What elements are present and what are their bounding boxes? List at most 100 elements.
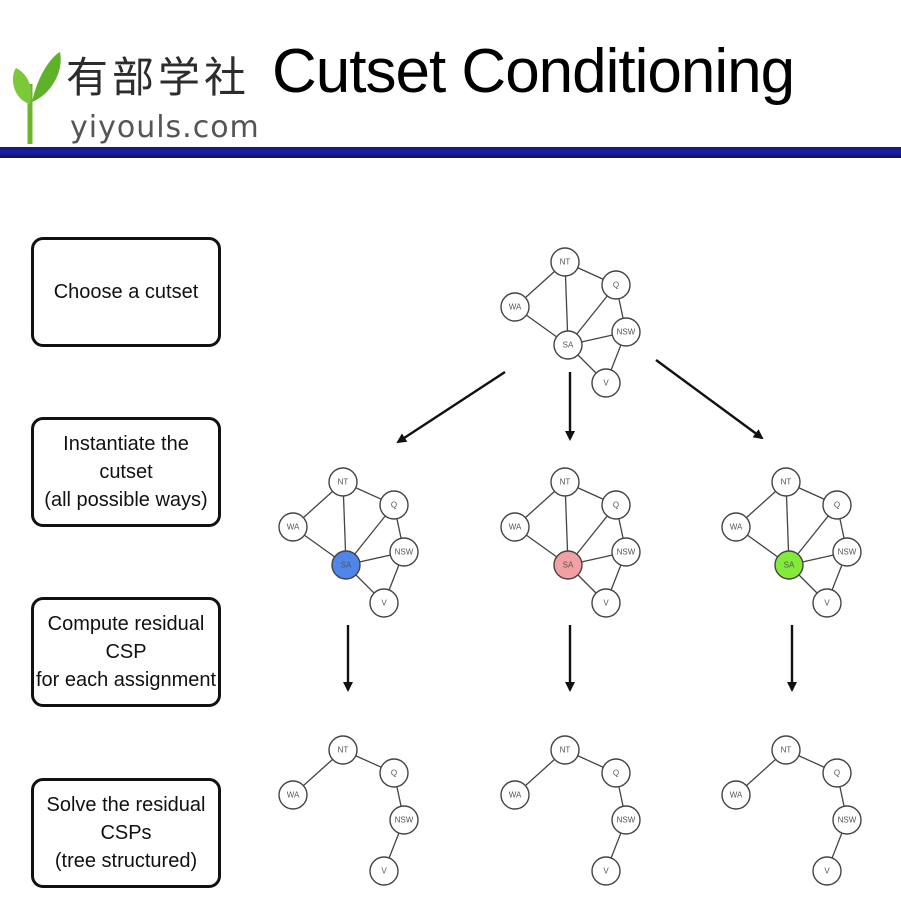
node-label: V <box>603 867 609 876</box>
edge-nsw-v <box>826 819 848 872</box>
node-label: Q <box>613 769 619 778</box>
edge-wa-nt <box>514 749 566 796</box>
edge-nt-q <box>564 481 617 506</box>
node-label: V <box>603 379 609 388</box>
node-label: WA <box>509 791 522 800</box>
step-label: Choose a cutset <box>53 281 199 303</box>
edge-nt-q <box>564 749 617 774</box>
step-label: Compute residual CSP for each assignment <box>35 613 217 691</box>
title-rule <box>0 147 901 158</box>
node-label: NT <box>338 478 349 487</box>
node-nt: NT <box>550 735 580 765</box>
node-label: Q <box>613 281 619 290</box>
node-label: Q <box>391 769 397 778</box>
edge-nt-q <box>342 749 395 774</box>
node-nsw: NSW <box>611 317 641 347</box>
node-nt: NT <box>550 247 580 277</box>
node-wa: WA <box>500 292 530 322</box>
edge-sa-q <box>567 284 617 346</box>
node-nsw: NSW <box>389 805 419 835</box>
step-box-instantiate-cutset: Instantiate the cutset (all possible way… <box>31 417 221 527</box>
edge-nt-q <box>342 481 395 506</box>
node-sa: SA <box>331 550 361 580</box>
node-label: NT <box>781 478 792 487</box>
node-v: V <box>812 856 842 886</box>
node-sa: SA <box>553 550 583 580</box>
node-q: Q <box>601 270 631 300</box>
edge-nt-q <box>785 481 838 506</box>
node-label: SA <box>563 341 574 350</box>
node-nsw: NSW <box>389 537 419 567</box>
edge-sa-v <box>567 344 607 384</box>
node-label: NT <box>560 746 571 755</box>
node-v: V <box>369 588 399 618</box>
logo-domain-text: yiyouls.com <box>70 110 260 145</box>
logo-text-cn: 有部学社 <box>66 53 251 102</box>
node-label: Q <box>391 501 397 510</box>
node-label: V <box>381 599 387 608</box>
node-label: Q <box>613 501 619 510</box>
arrow-1 <box>396 370 506 444</box>
edge-q-nsw <box>615 284 627 333</box>
edge-sa-nsw <box>788 551 848 566</box>
node-q: Q <box>379 758 409 788</box>
edge-nt-sa <box>785 481 790 566</box>
edge-sa-nsw <box>567 551 627 566</box>
node-label: WA <box>730 523 743 532</box>
edge-wa-nt <box>292 481 344 528</box>
node-label: V <box>824 599 830 608</box>
node-label: Q <box>834 501 840 510</box>
node-label: WA <box>509 303 522 312</box>
edge-nt-sa <box>564 261 569 346</box>
node-v: V <box>369 856 399 886</box>
node-label: V <box>603 599 609 608</box>
node-wa: WA <box>278 512 308 542</box>
edge-nt-q <box>785 749 838 774</box>
edge-q-nsw <box>615 504 627 553</box>
node-label: WA <box>287 791 300 800</box>
node-label: V <box>824 867 830 876</box>
edge-nt-q <box>564 261 617 286</box>
edge-sa-q <box>567 504 617 566</box>
node-label: NSW <box>617 816 636 825</box>
edge-sa-v <box>567 564 607 604</box>
node-label: SA <box>341 561 352 570</box>
edge-wa-nt <box>292 749 344 796</box>
node-sa: SA <box>774 550 804 580</box>
node-v: V <box>591 588 621 618</box>
node-label: SA <box>784 561 795 570</box>
graph-assignment-1: WA NT Q SA NSW V <box>278 467 419 618</box>
edge-wa-nt <box>514 481 566 528</box>
edge-sa-nsw <box>345 551 405 566</box>
node-nt: NT <box>771 467 801 497</box>
edge-wa-sa <box>292 526 347 566</box>
step-label: Solve the residual CSPs (tree structured… <box>46 794 206 872</box>
node-nt: NT <box>328 467 358 497</box>
edge-nt-sa <box>564 481 569 566</box>
node-q: Q <box>379 490 409 520</box>
node-v: V <box>591 368 621 398</box>
node-label: NT <box>781 746 792 755</box>
node-q: Q <box>822 490 852 520</box>
node-label: NT <box>338 746 349 755</box>
node-label: NT <box>560 258 571 267</box>
edge-sa-q <box>788 504 838 566</box>
node-nsw: NSW <box>611 805 641 835</box>
node-label: V <box>381 867 387 876</box>
edge-nsw-v <box>826 551 848 604</box>
node-label: Q <box>834 769 840 778</box>
edge-q-nsw <box>615 772 627 821</box>
graph-original: WA NT Q SA NSW V <box>500 247 641 398</box>
node-label: NSW <box>395 816 414 825</box>
step-box-solve-residual: Solve the residual CSPs (tree structured… <box>31 778 221 888</box>
edge-sa-v <box>788 564 828 604</box>
node-nt: NT <box>771 735 801 765</box>
node-label: NSW <box>838 816 857 825</box>
step-label: Instantiate the cutset (all possible way… <box>44 433 208 511</box>
node-label: NSW <box>838 548 857 557</box>
node-v: V <box>591 856 621 886</box>
slide-title: Cutset Conditioning <box>272 37 795 106</box>
edge-wa-sa <box>735 526 790 566</box>
